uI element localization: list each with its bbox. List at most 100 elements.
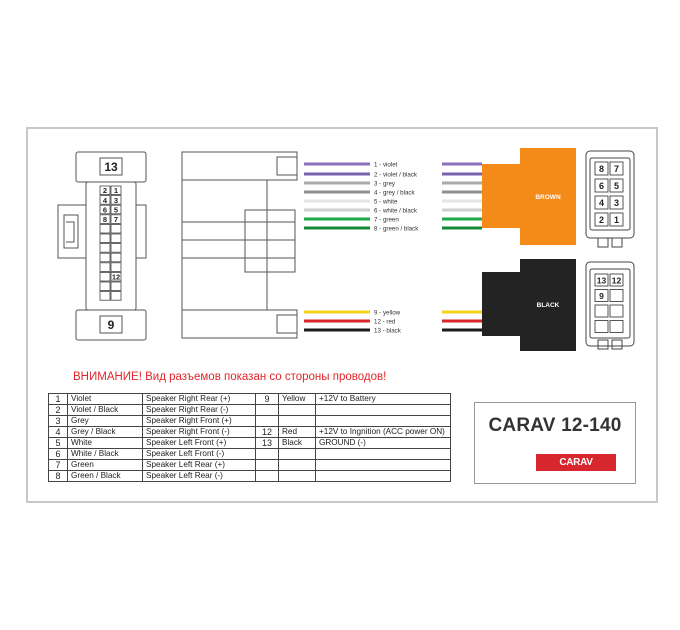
left-connector-bottom-label: 9 bbox=[108, 318, 115, 332]
wire-label-bg bbox=[370, 188, 442, 196]
black-block: BLACK bbox=[482, 259, 576, 351]
table-cell-n2: 9 bbox=[255, 393, 279, 405]
black-block-front bbox=[482, 272, 520, 336]
connector-latch-right bbox=[136, 204, 147, 259]
connector-latch bbox=[57, 204, 86, 259]
upper-pin-cell bbox=[609, 195, 624, 210]
side-view-connector bbox=[181, 151, 298, 339]
table-cell-color2 bbox=[278, 415, 316, 427]
table-cell-func2 bbox=[315, 404, 451, 416]
upper-connector-foot-right bbox=[611, 237, 623, 248]
right-lower-connector bbox=[585, 261, 635, 350]
left-pin-cell bbox=[99, 262, 111, 272]
left-pin-label: 4 bbox=[103, 196, 108, 205]
lower-pin-cell bbox=[594, 273, 609, 287]
warning-text: ВНИМАНИЕ! Вид разъемов показан со сторон… bbox=[73, 371, 387, 383]
table-cell-n: 4 bbox=[48, 426, 68, 438]
wire-label: 13 - black bbox=[374, 327, 402, 334]
wire-label: 5 - white bbox=[374, 198, 398, 205]
table-cell-func: Speaker Left Rear (+) bbox=[142, 459, 256, 471]
upper-pin-cell bbox=[594, 212, 609, 227]
table-cell-color: Violet / Black bbox=[67, 404, 143, 416]
connector-latch-slot bbox=[66, 221, 75, 243]
left-pin-label: 3 bbox=[114, 196, 118, 205]
wire-label-bg bbox=[370, 160, 442, 168]
wire-label: 1 - violet bbox=[374, 161, 398, 168]
wire-label: 12 - red bbox=[374, 318, 396, 325]
left-pin-cell bbox=[99, 214, 111, 224]
side-top-rail bbox=[181, 151, 298, 181]
side-plug bbox=[244, 209, 296, 273]
wire-label-bg bbox=[370, 179, 442, 187]
left-pin-label: 2 bbox=[103, 186, 107, 195]
left-pin-cell bbox=[99, 291, 111, 301]
lower-pin-cell bbox=[609, 273, 624, 287]
table-cell-func2: +12V to Ingnition (ACC power ON) bbox=[315, 426, 451, 438]
table-cell-color: White / Black bbox=[67, 448, 143, 460]
connector-bottom-cap bbox=[75, 309, 147, 341]
table-cell-func2: GROUND (-) bbox=[315, 437, 451, 449]
table-cell-n: 7 bbox=[48, 459, 68, 471]
left-pin-cell bbox=[110, 252, 122, 263]
right-upper-connector bbox=[585, 150, 635, 248]
left-pin-label: 7 bbox=[114, 215, 118, 224]
connector-top-label-box bbox=[99, 157, 123, 176]
table-cell-color2: Yellow bbox=[278, 393, 316, 405]
connector-bottom-label-box bbox=[99, 315, 123, 334]
lower-connector-inner bbox=[589, 268, 631, 339]
side-body bbox=[181, 179, 268, 311]
wire-label: 4 - grey / black bbox=[374, 189, 415, 196]
brown-block-body bbox=[520, 148, 576, 245]
left-pin-cell bbox=[99, 195, 111, 205]
left-pin-cell bbox=[99, 204, 111, 215]
lower-pin-label: 9 bbox=[599, 291, 604, 301]
left-pin-cell bbox=[110, 195, 122, 205]
lower-pin-cell bbox=[609, 320, 624, 333]
table-cell-func: Speaker Right Rear (-) bbox=[142, 404, 256, 416]
wire-label-bg bbox=[370, 317, 442, 325]
upper-pin-label: 1 bbox=[614, 215, 619, 225]
table-cell-color: Grey bbox=[67, 415, 143, 427]
upper-pin-label: 4 bbox=[599, 198, 604, 208]
wire-label-bg bbox=[370, 197, 442, 205]
table-cell-func: Speaker Right Rear (+) bbox=[142, 393, 256, 405]
left-pin-label: 1 bbox=[114, 186, 118, 195]
lower-pin-cell bbox=[594, 304, 609, 318]
table-cell-n: 2 bbox=[48, 404, 68, 416]
table-cell-func2 bbox=[315, 470, 451, 482]
upper-pin-cell bbox=[594, 161, 609, 176]
upper-pin-cell bbox=[594, 195, 609, 210]
table-cell-color: Grey / Black bbox=[67, 426, 143, 438]
left-pin-cell bbox=[99, 271, 111, 282]
table-cell-color2 bbox=[278, 470, 316, 482]
left-pin-cell bbox=[99, 233, 111, 244]
brown-block-front bbox=[482, 164, 520, 228]
table-cell-color: Green / Black bbox=[67, 470, 143, 482]
table-cell-n: 8 bbox=[48, 470, 68, 482]
upper-connector-foot-left bbox=[597, 237, 609, 248]
wire-label-bg bbox=[370, 224, 442, 232]
black-block-label: BLACK bbox=[537, 302, 560, 309]
table-cell-color2: Black bbox=[278, 437, 316, 449]
table-cell-n2 bbox=[255, 470, 279, 482]
table-cell-color: Violet bbox=[67, 393, 143, 405]
table-cell-n2 bbox=[255, 404, 279, 416]
table-cell-color2 bbox=[278, 459, 316, 471]
left-pin-cell bbox=[110, 281, 122, 292]
wire-label-bg bbox=[370, 326, 442, 334]
left-pin-label: 6 bbox=[103, 205, 107, 214]
wire-label: 7 - green bbox=[374, 216, 399, 223]
left-pin-cell bbox=[99, 252, 111, 263]
lower-pin-label: 13 bbox=[597, 276, 607, 286]
wire-label: 2 - violet / black bbox=[374, 171, 418, 178]
lower-connector-foot-right bbox=[611, 339, 623, 350]
